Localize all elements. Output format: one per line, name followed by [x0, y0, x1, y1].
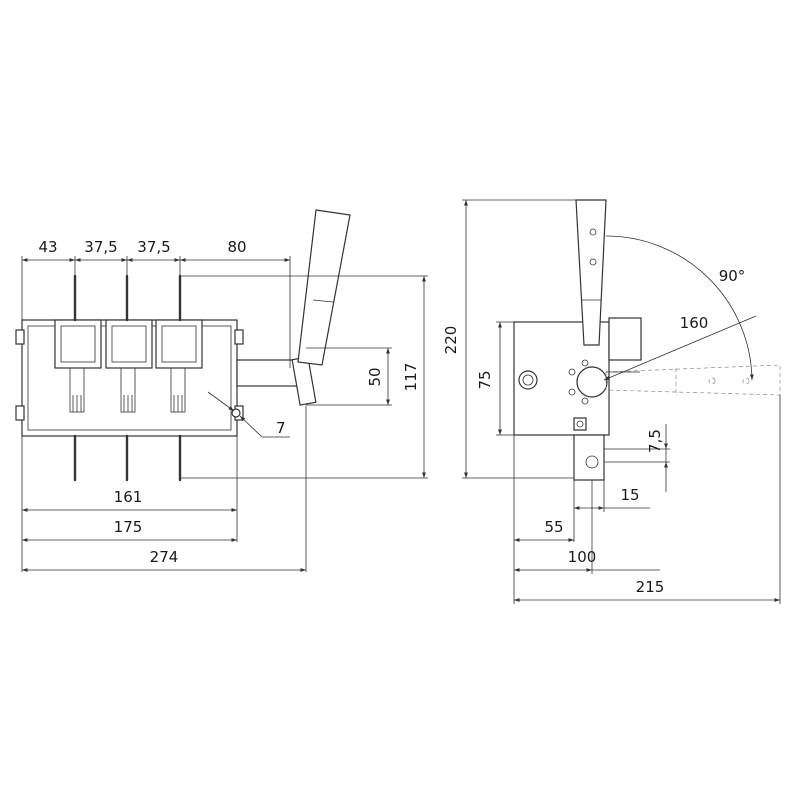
dim-body-to-axis: 100 — [568, 548, 597, 566]
front-lug-left-top — [15, 329, 25, 345]
dim-swing-angle: 90° — [719, 267, 746, 285]
dim-body-height: 75 — [476, 370, 494, 389]
side-nut — [573, 417, 587, 431]
dim-handle-block: 50 — [366, 367, 384, 386]
side-dimension-lines — [464, 200, 780, 602]
rotary-knob — [576, 366, 608, 398]
front-handle — [236, 209, 351, 406]
dim-overall-depth: 215 — [636, 578, 665, 596]
dim-pitch-edge: 43 — [38, 238, 57, 256]
dim-terminal-width: 15 — [620, 486, 639, 504]
dim-handle-offset: 80 — [227, 238, 246, 256]
dim-terminal-offset: 7,5 — [646, 429, 664, 453]
busbars — [73, 274, 182, 482]
side-extension-lines — [462, 199, 781, 604]
dim-overall-height-front: 117 — [402, 363, 420, 392]
front-dimension-lines — [22, 258, 426, 572]
dim-mount-hole: 7 — [276, 419, 286, 437]
side-terminal — [573, 434, 605, 481]
side-handle-ghost — [605, 364, 781, 396]
side-handle — [575, 199, 607, 346]
dim-pitch-1: 37,5 — [84, 238, 117, 256]
front-lug-left-bottom — [15, 405, 25, 421]
dim-body-to-terminal: 55 — [544, 518, 563, 536]
dim-body-length: 175 — [114, 518, 143, 536]
dim-overall-height-side: 220 — [442, 326, 460, 355]
front-lug-right-top — [234, 329, 244, 345]
side-hole — [518, 370, 538, 390]
front-extension-lines — [21, 256, 428, 572]
dim-handle-length: 160 — [680, 314, 709, 332]
dim-pitch-2: 37,5 — [137, 238, 170, 256]
side-view: 220 75 160 90° 7,5 15 55 100 215 — [442, 199, 781, 604]
pole-3 — [155, 319, 203, 413]
dim-overall-length: 274 — [150, 548, 179, 566]
side-shaft-housing — [608, 317, 642, 361]
front-view: 43 37,5 37,5 80 50 117 7 161 175 274 — [15, 209, 428, 572]
dim-base-length: 161 — [114, 488, 143, 506]
pole-1 — [54, 319, 102, 413]
pole-2 — [105, 319, 153, 413]
